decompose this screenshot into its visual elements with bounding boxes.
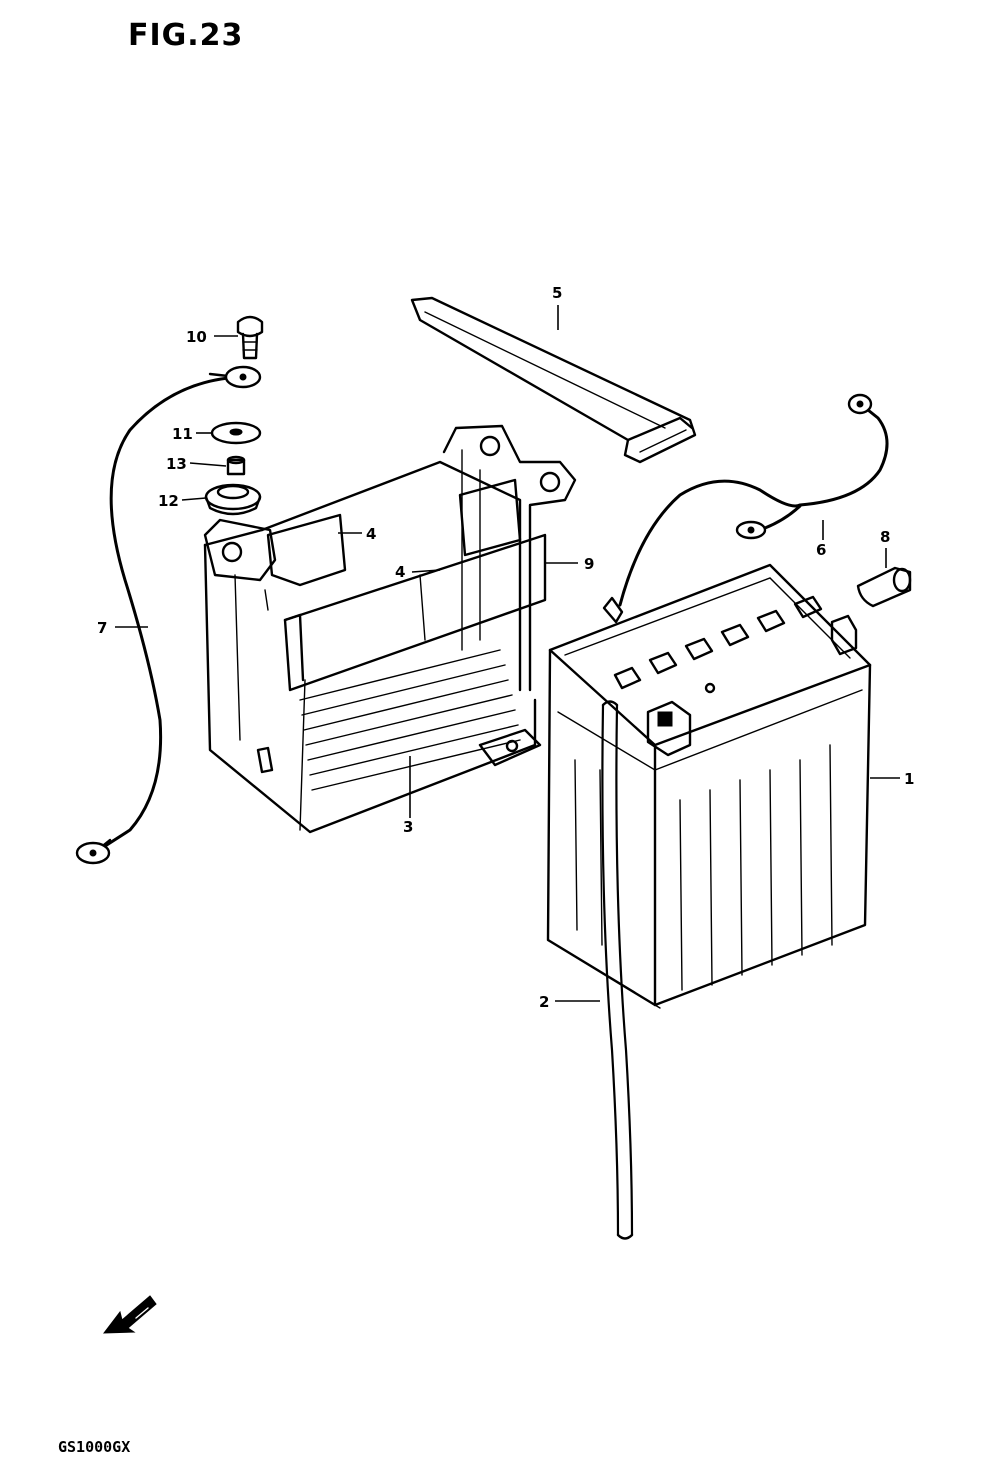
- spacer: [226, 455, 246, 476]
- leader-lines: [115, 305, 900, 1002]
- callout-5: 5: [552, 284, 562, 302]
- battery: [546, 563, 872, 1009]
- callout-2: 2: [539, 993, 549, 1011]
- ground-lead-wire: [75, 365, 262, 865]
- front-direction-arrow-icon: [102, 1295, 157, 1334]
- callout-13: 13: [166, 455, 187, 473]
- figure-title: FIG.23: [128, 18, 243, 53]
- battery-holder: [203, 424, 577, 834]
- cushion-grommet: [204, 483, 262, 516]
- callout-3: 3: [403, 818, 413, 836]
- footer-model-code: GS1000GX: [58, 1438, 130, 1456]
- callout-10: 10: [186, 328, 207, 346]
- washer: [210, 421, 262, 445]
- callout-4a: 4: [366, 525, 376, 543]
- callout-4b: 4: [395, 563, 405, 581]
- breather-hose: [601, 700, 634, 1240]
- terminal-cap: [856, 566, 912, 608]
- callout-8: 8: [880, 528, 890, 546]
- bolt: [236, 315, 264, 360]
- callout-9: 9: [584, 555, 594, 573]
- cushion-right: [458, 478, 522, 557]
- callout-7: 7: [97, 619, 107, 637]
- battery-band-side: [283, 533, 547, 692]
- callout-1: 1: [904, 770, 914, 788]
- positive-lead-wire: [602, 393, 889, 624]
- callout-6: 6: [816, 541, 826, 559]
- battery-band-top: [410, 296, 697, 464]
- callout-labels: 10 11 13 12 7 5 4 4 9 3 6 8 1 2: [97, 284, 914, 1011]
- callout-11: 11: [172, 425, 193, 443]
- cushion-left: [266, 513, 347, 587]
- callout-12: 12: [158, 492, 179, 510]
